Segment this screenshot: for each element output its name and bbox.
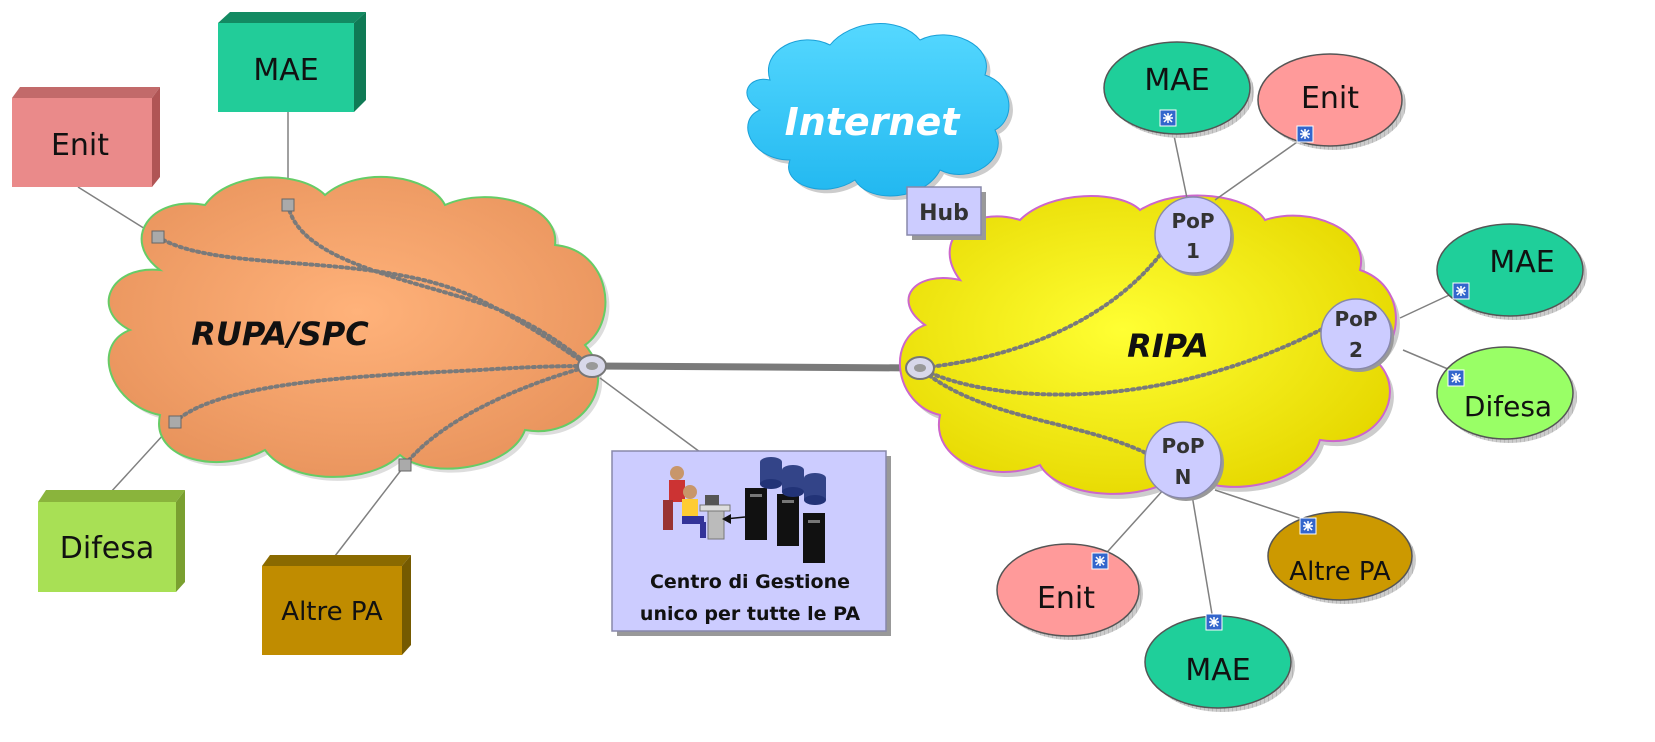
pop-2: PoP 2 xyxy=(1320,298,1394,372)
servers-icon xyxy=(722,457,826,563)
rupa-port-difesa xyxy=(168,415,182,429)
ripa-label: RIPA xyxy=(1127,327,1209,365)
ripa-cloud xyxy=(899,194,1400,499)
hub-box: Hub xyxy=(906,186,986,240)
enit-box-label: Enit xyxy=(51,128,109,163)
enit-box: Enit xyxy=(12,87,160,187)
internet-cloud xyxy=(746,23,1013,201)
ripa-altre-pa-label: Altre PA xyxy=(1289,557,1391,587)
altre-pa-box: Altre PA xyxy=(262,555,411,655)
rupa-router xyxy=(577,354,607,378)
pop-2-line1: PoP xyxy=(1334,307,1377,331)
ripa-enit-top-label: Enit xyxy=(1301,81,1359,116)
pop-n: PoP N xyxy=(1144,421,1224,501)
ripa-mae-right-label: MAE xyxy=(1489,245,1554,280)
internet-label: Internet xyxy=(785,100,962,144)
ripa-mae-right: MAE xyxy=(1436,223,1587,320)
mae-box-label: MAE xyxy=(253,53,318,88)
difesa-box-label: Difesa xyxy=(60,531,154,566)
ripa-mae-top-label: MAE xyxy=(1144,63,1209,98)
ripa-mae-top: MAE xyxy=(1103,41,1254,138)
ripa-enit-bottom: Enit xyxy=(996,543,1143,640)
rupa-port-enit xyxy=(151,230,165,244)
center-label-line2: unico per tutte le PA xyxy=(640,603,860,625)
altre-pa-box-label: Altre PA xyxy=(281,597,383,627)
pop-n-line2: N xyxy=(1175,465,1192,489)
center-label-line1: Centro di Gestione xyxy=(650,571,850,593)
pop-1: PoP 1 xyxy=(1154,196,1234,276)
pop-2-line2: 2 xyxy=(1349,338,1363,362)
pop-1-line1: PoP xyxy=(1171,209,1214,233)
operators-illustration xyxy=(663,466,731,540)
ripa-altre-pa: Altre PA xyxy=(1267,511,1416,604)
rupa-port-mae xyxy=(281,198,295,212)
ripa-difesa-label: Difesa xyxy=(1464,390,1552,423)
ripa-enit-bottom-label: Enit xyxy=(1037,581,1095,616)
mae-box: MAE xyxy=(218,12,366,112)
backbone-link xyxy=(591,362,921,372)
ripa-enit-top: Enit xyxy=(1257,53,1406,150)
pop-1-line2: 1 xyxy=(1186,239,1200,263)
difesa-box: Difesa xyxy=(38,490,185,592)
rupa-label: RUPA/SPC xyxy=(191,315,369,353)
center-link xyxy=(599,377,701,453)
ripa-mae-bottom: MAE xyxy=(1144,615,1295,712)
rupa-port-altre xyxy=(398,458,412,472)
pop-n-line1: PoP xyxy=(1161,434,1204,458)
ripa-difesa: Difesa xyxy=(1436,346,1577,443)
router-icons xyxy=(1091,109,1470,631)
ripa-mae-bottom-label: MAE xyxy=(1185,653,1250,688)
management-center-box: Centro di Gestione unico per tutte le PA xyxy=(611,450,891,636)
ripa-router xyxy=(905,356,935,380)
hub-label: Hub xyxy=(919,201,969,226)
